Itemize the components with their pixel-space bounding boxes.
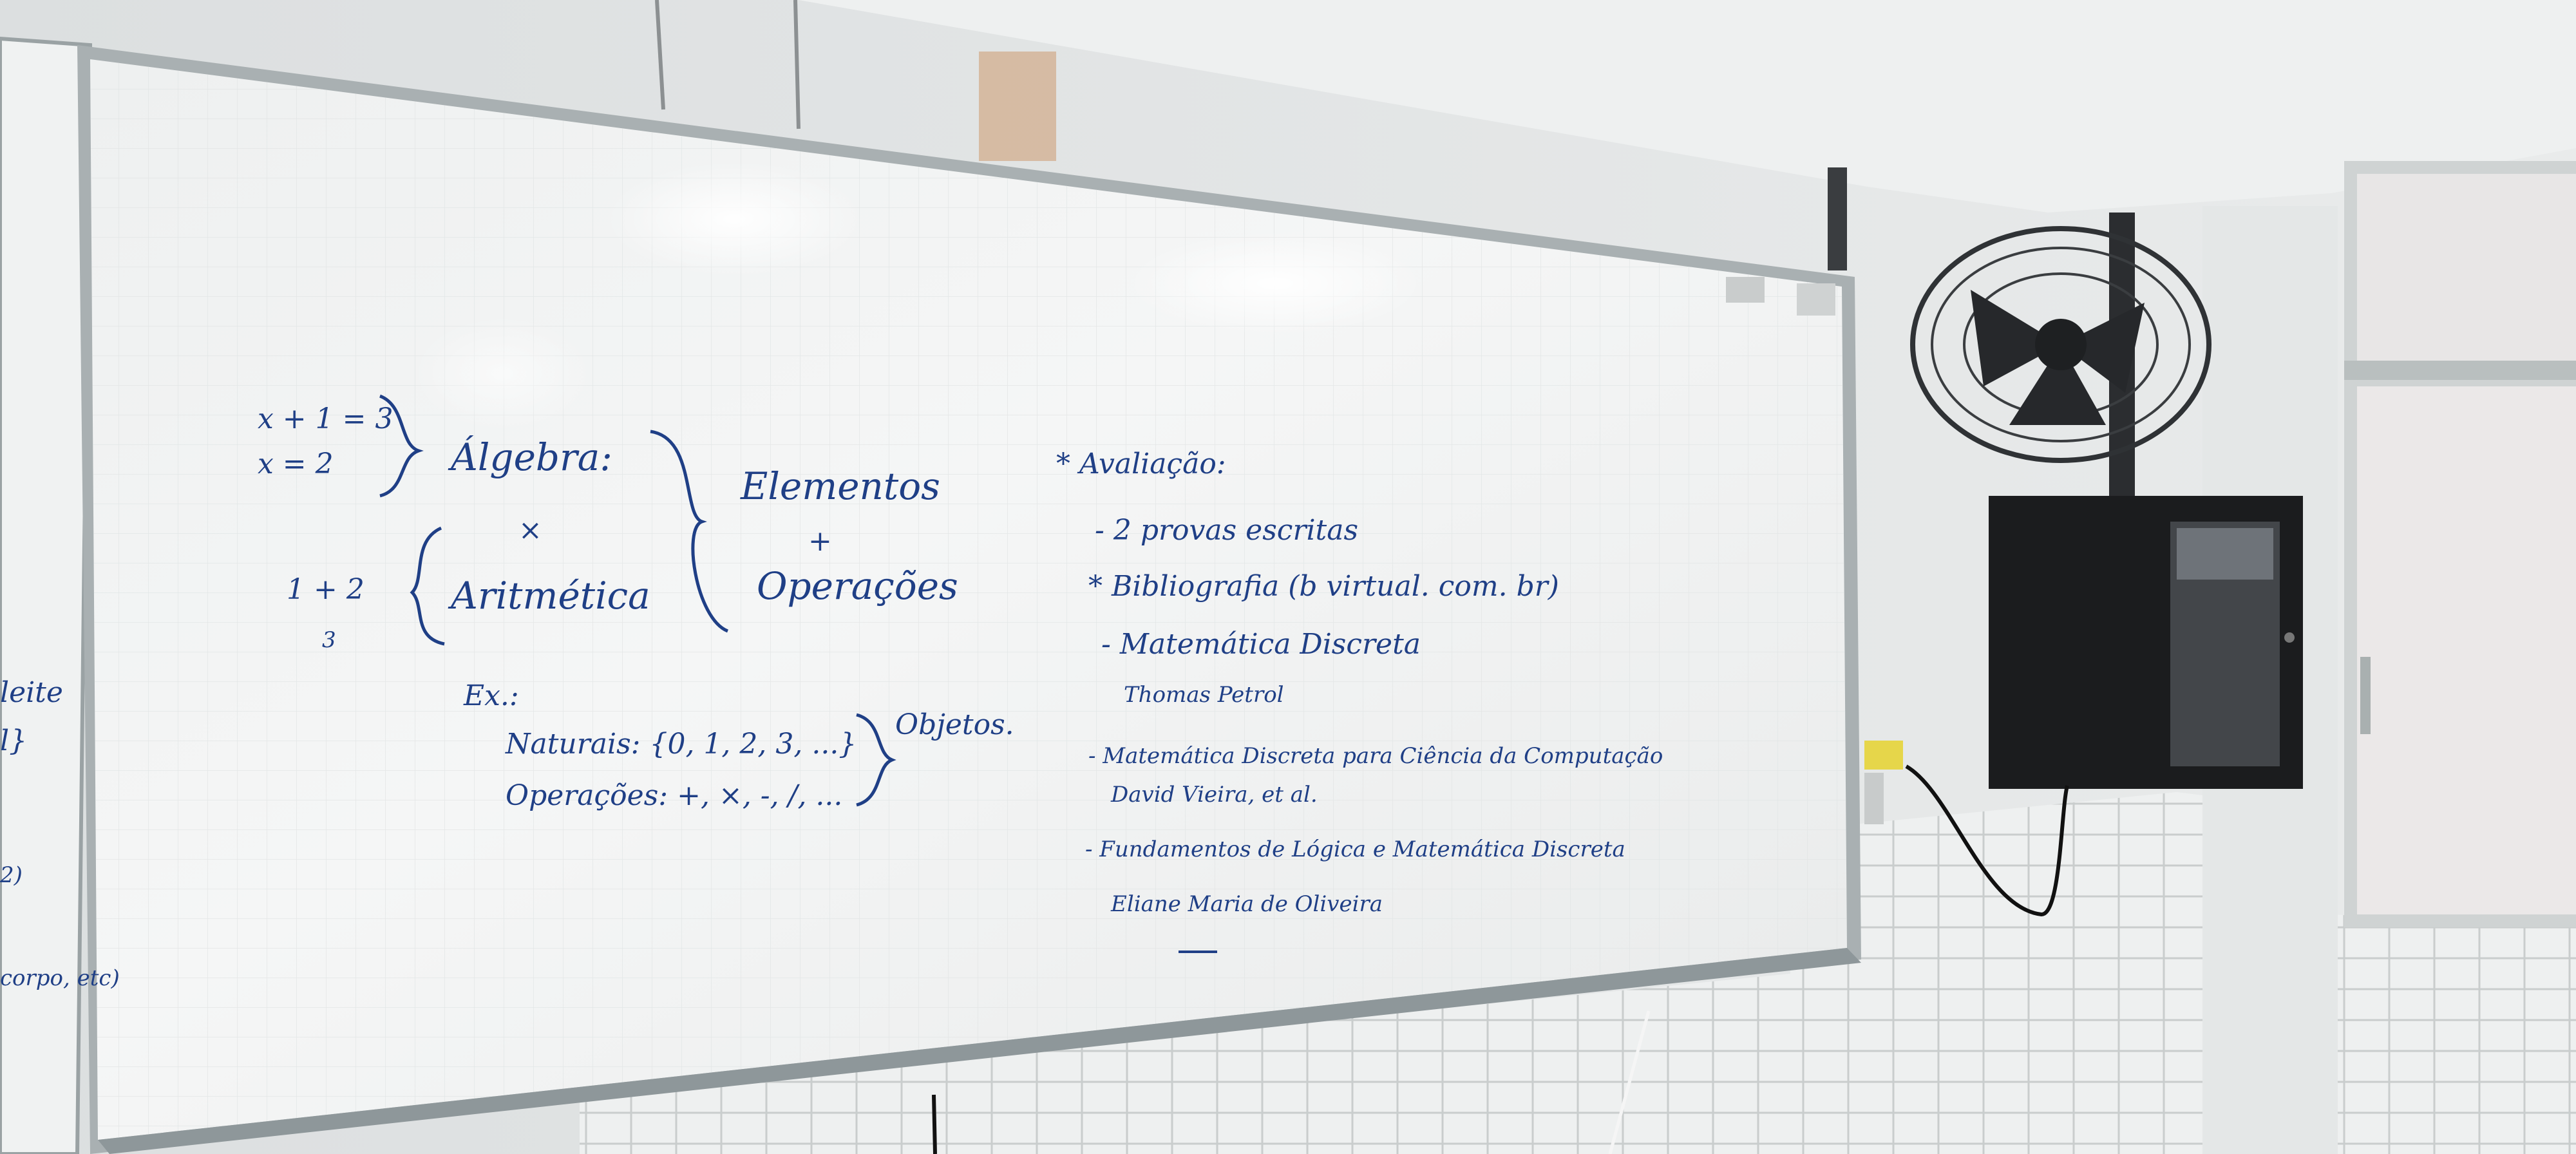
- cable: [793, 0, 800, 129]
- marker-tray: [98, 948, 1861, 1154]
- fragment: 2): [0, 862, 23, 888]
- big-brace: [650, 430, 729, 633]
- window-handle: [2360, 657, 2371, 734]
- book-1-author: Thomas Petrol: [1124, 682, 1284, 708]
- tiled-wall-lower: [580, 966, 1868, 1154]
- ceiling: [799, 0, 2576, 213]
- fragment: corpo, etc): [0, 965, 120, 991]
- board-bracket: [1726, 277, 1765, 303]
- naturals-line: Naturais: {0, 1, 2, 3, ...}: [505, 728, 857, 761]
- network-cabinet: [1989, 496, 2303, 789]
- arithmetic-label: Aritmética: [448, 574, 650, 618]
- book-3-author: Eliane Maria de Oliveira: [1110, 891, 1383, 917]
- handwriting-left: x + 1 = 3 x = 2 Álgebra: × 1 + 2 3 Aritm…: [258, 394, 958, 653]
- fragment: leite: [0, 676, 63, 709]
- board-bracket: [1797, 283, 1835, 316]
- whiteboard: [77, 45, 1861, 1154]
- brace: [379, 394, 424, 498]
- left-board-panel: [0, 36, 93, 1154]
- glare: [412, 316, 592, 431]
- book-3-title: - Fundamentos de Lógica e Matemática Dis…: [1085, 837, 1625, 862]
- elements-label: Elementos: [740, 464, 940, 508]
- cable: [932, 1094, 937, 1154]
- cable: [1608, 1010, 1651, 1154]
- handwriting-evaluation: * Avaliação: - 2 provas escritas * Bibli…: [1056, 448, 1663, 953]
- evaluation-item: - 2 provas escritas: [1095, 514, 1358, 547]
- equation-2: x = 2: [258, 448, 334, 480]
- handwriting-example: Ex.: Naturais: {0, 1, 2, 3, ...} Operaçõ…: [463, 679, 1014, 812]
- plus-sign: +: [808, 525, 832, 558]
- book-2-author: David Vieira, et al.: [1110, 782, 1318, 808]
- glare: [605, 161, 863, 277]
- glare: [1127, 232, 1423, 335]
- outlet: [1864, 773, 1884, 824]
- fragment: l}: [0, 724, 27, 757]
- operations-line: Operações: +, ×, -, /, ...: [506, 779, 842, 812]
- sum-expression: 1 + 2: [287, 573, 365, 606]
- book-1-title: - Matemática Discreta: [1101, 628, 1421, 661]
- times-sign: ×: [518, 514, 542, 547]
- handwriting-left-edge: leite l} 2) corpo, etc): [0, 676, 120, 991]
- power-plug: [1864, 741, 1903, 770]
- evaluation-title: * Avaliação:: [1056, 448, 1226, 480]
- operations-label: Operações: [757, 564, 958, 608]
- wall-conduit: [1828, 167, 1847, 270]
- brace: [410, 526, 445, 646]
- water-stain: [979, 52, 1056, 161]
- window: [2344, 161, 2576, 927]
- example-label: Ex.:: [463, 679, 519, 712]
- cable: [1905, 764, 2069, 917]
- equation-1: x + 1 = 3: [258, 402, 393, 435]
- objects-label: Objetos.: [895, 708, 1014, 741]
- book-2-title: - Matemática Discreta para Ciência da Co…: [1088, 743, 1663, 769]
- tiled-wall: [1790, 792, 2331, 1154]
- sum-result: 3: [322, 627, 336, 653]
- cable: [655, 0, 665, 110]
- wall-fan: [1910, 213, 2211, 496]
- bibliography-title: * Bibliografia (b virtual. com. br): [1088, 570, 1559, 603]
- brace: [856, 713, 896, 807]
- algebra-label: Álgebra:: [448, 435, 612, 479]
- tiled-wall-right: [2331, 914, 2576, 1154]
